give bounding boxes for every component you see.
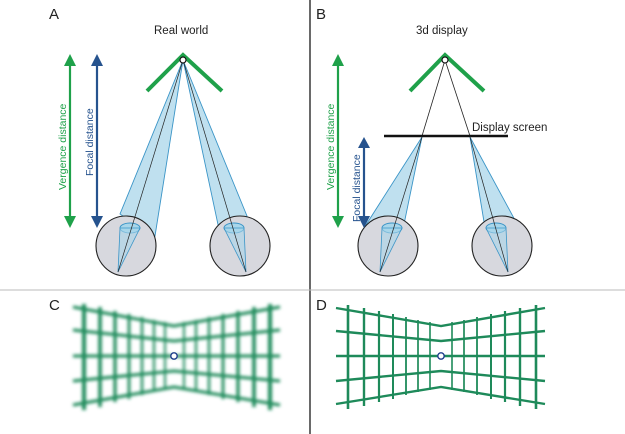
eye-left-b [357, 136, 423, 277]
panel-b-letter: B [316, 6, 326, 23]
fixation-point [179, 56, 187, 64]
panel-c-letter: C [49, 297, 60, 314]
eye-right [182, 59, 271, 277]
panel-c: C [49, 297, 281, 410]
panel-b-caption: 3d display [416, 25, 468, 37]
focal-arrow-b [358, 137, 370, 228]
fixation-marker-d [437, 352, 445, 360]
panel-d-letter: D [316, 297, 327, 314]
focal-arrow-a [91, 54, 103, 228]
focal-label-a: Focal distance [84, 108, 96, 176]
vergence-label-b: Vergence distance [325, 103, 337, 190]
fixation-marker-c [170, 352, 178, 360]
panel-a-letter: A [49, 6, 59, 23]
panel-d: D [316, 297, 546, 409]
eye-right-b [469, 136, 533, 277]
fixation-chevron [145, 52, 224, 93]
fixation-point-b [441, 56, 449, 64]
panel-b: B 3d display Display screen [316, 6, 547, 277]
panel-a-caption: Real world [154, 25, 208, 37]
eye-left [95, 59, 184, 277]
focal-label-b: Focal distance [351, 154, 363, 222]
panel-a: A Real world Vergence distance [49, 6, 271, 277]
vergence-label-a: Vergence distance [57, 103, 69, 190]
vergence-arrow-b [332, 54, 344, 228]
vergence-arrow-a [64, 54, 76, 228]
display-screen-label: Display screen [472, 122, 547, 134]
fixation-chevron-b [408, 52, 486, 93]
